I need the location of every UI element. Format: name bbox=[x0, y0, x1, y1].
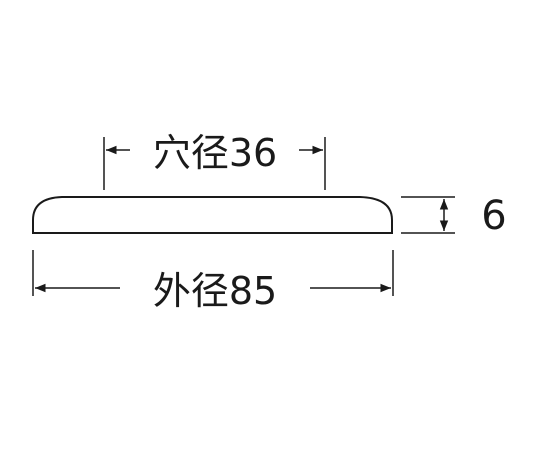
outer-diameter-label: 外径85 bbox=[153, 269, 277, 313]
hole-diameter-dimension: 穴径36 bbox=[103, 131, 326, 190]
thickness-label: 6 bbox=[481, 193, 506, 239]
part-profile bbox=[32, 196, 393, 234]
outer-diameter-dimension: 外径85 bbox=[32, 250, 394, 313]
thickness-dimension: 6 bbox=[401, 193, 507, 239]
hole-diameter-label: 穴径36 bbox=[153, 131, 277, 175]
